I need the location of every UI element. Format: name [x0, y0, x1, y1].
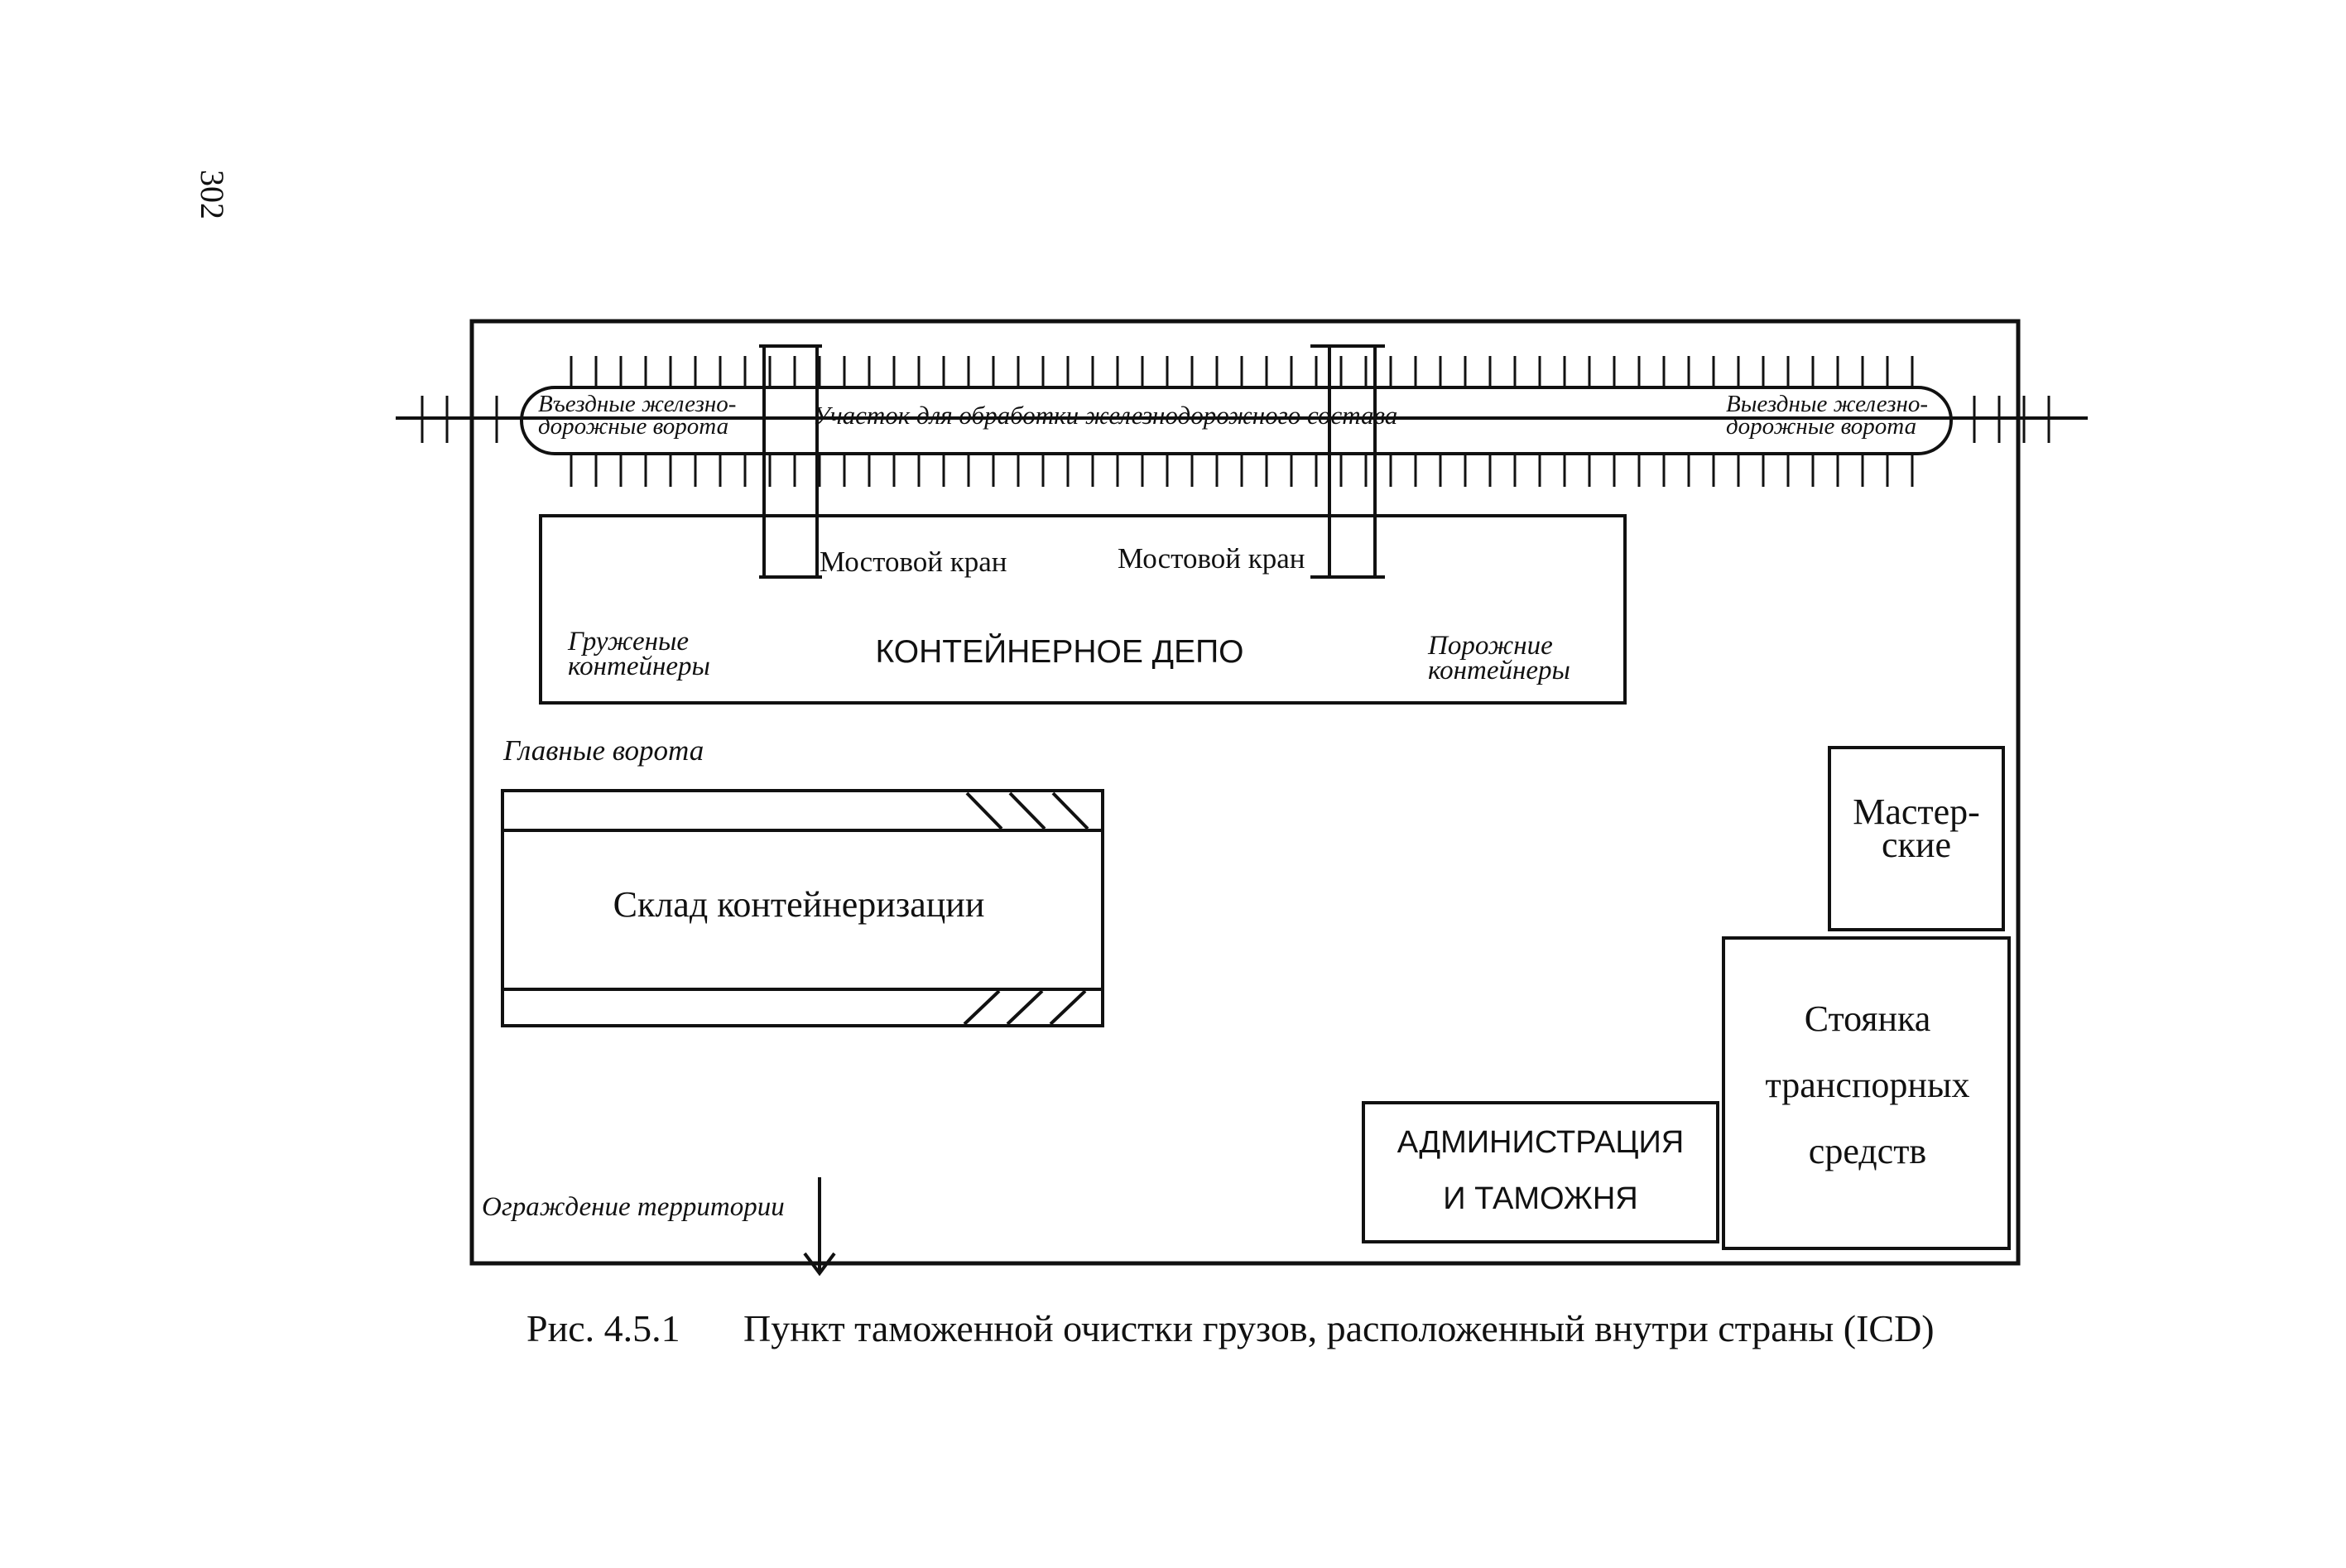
entry-gates-label-line2: дорожные ворота: [538, 413, 728, 440]
loaded-containers-label-line2: контейнеры: [568, 652, 710, 681]
parking-label-line3: средств: [1809, 1131, 1926, 1171]
rail-ties: [421, 356, 2050, 487]
container-depot-title: КОНТЕЙНЕРНОЕ ДЕПО: [876, 632, 1244, 670]
empty-containers-label-line2: контейнеры: [1428, 656, 1570, 685]
administration-customs: [1362, 1101, 1719, 1243]
fence-label: Ограждение территории: [482, 1192, 785, 1222]
workshops-label-line1: Мастер-: [1853, 791, 1980, 832]
hatch-line: [1051, 791, 1089, 830]
warehouse-label: Склад контейнеризации: [613, 884, 985, 925]
warehouse-hatch-top: [965, 791, 1089, 830]
rail-loop: [520, 386, 1953, 455]
page-number: 302: [194, 170, 231, 219]
admin-label-line2: И ТАМОЖНЯ: [1443, 1181, 1638, 1216]
hatch-line: [1049, 989, 1087, 1026]
exit-gates-label-line1: Выездные железно-: [1726, 391, 1928, 417]
parking-label-line2: транспорных: [1765, 1065, 1969, 1105]
territory-boundary: [469, 319, 2021, 1266]
caption-text: Пункт таможенной очистки грузов, располо…: [743, 1307, 1935, 1349]
hatch-line: [1006, 989, 1044, 1026]
loaded-containers-label-line1: Груженые: [567, 627, 689, 657]
workshops: [1828, 746, 2005, 931]
vehicle-parking: [1722, 936, 2011, 1250]
main-gate-label: Главные ворота: [502, 734, 704, 767]
entry-gates-label-line1: Въездные железно-: [538, 391, 736, 417]
hatch-line: [965, 791, 1003, 830]
hatch-line: [1008, 791, 1046, 830]
empty-containers-label-line1: Порожние: [1427, 631, 1553, 661]
workshops-label-line2: ские: [1882, 825, 1951, 865]
bridge-crane-left: [759, 344, 822, 579]
parking-label-line1: Стоянка: [1805, 998, 1931, 1039]
hatch-line: [963, 989, 1001, 1026]
container-depot: [539, 514, 1627, 705]
bridge-crane-right: [1310, 344, 1385, 579]
containerization-warehouse: [501, 789, 1104, 1027]
caption-number: Рис. 4.5.1: [526, 1307, 680, 1349]
fence-arrow: [803, 1177, 836, 1277]
exit-gates-label-line2: дорожные ворота: [1726, 413, 1916, 440]
crane-left-label: Мостовой кран: [820, 546, 1007, 578]
warehouse-hatch-bottom: [963, 989, 1087, 1026]
processing-area-label: Участок для обработки железнодорожного с…: [813, 401, 1397, 430]
admin-label-line1: АДМИНИСТРАЦИЯ: [1397, 1125, 1684, 1160]
crane-right-label: Мостовой кран: [1118, 542, 1305, 575]
